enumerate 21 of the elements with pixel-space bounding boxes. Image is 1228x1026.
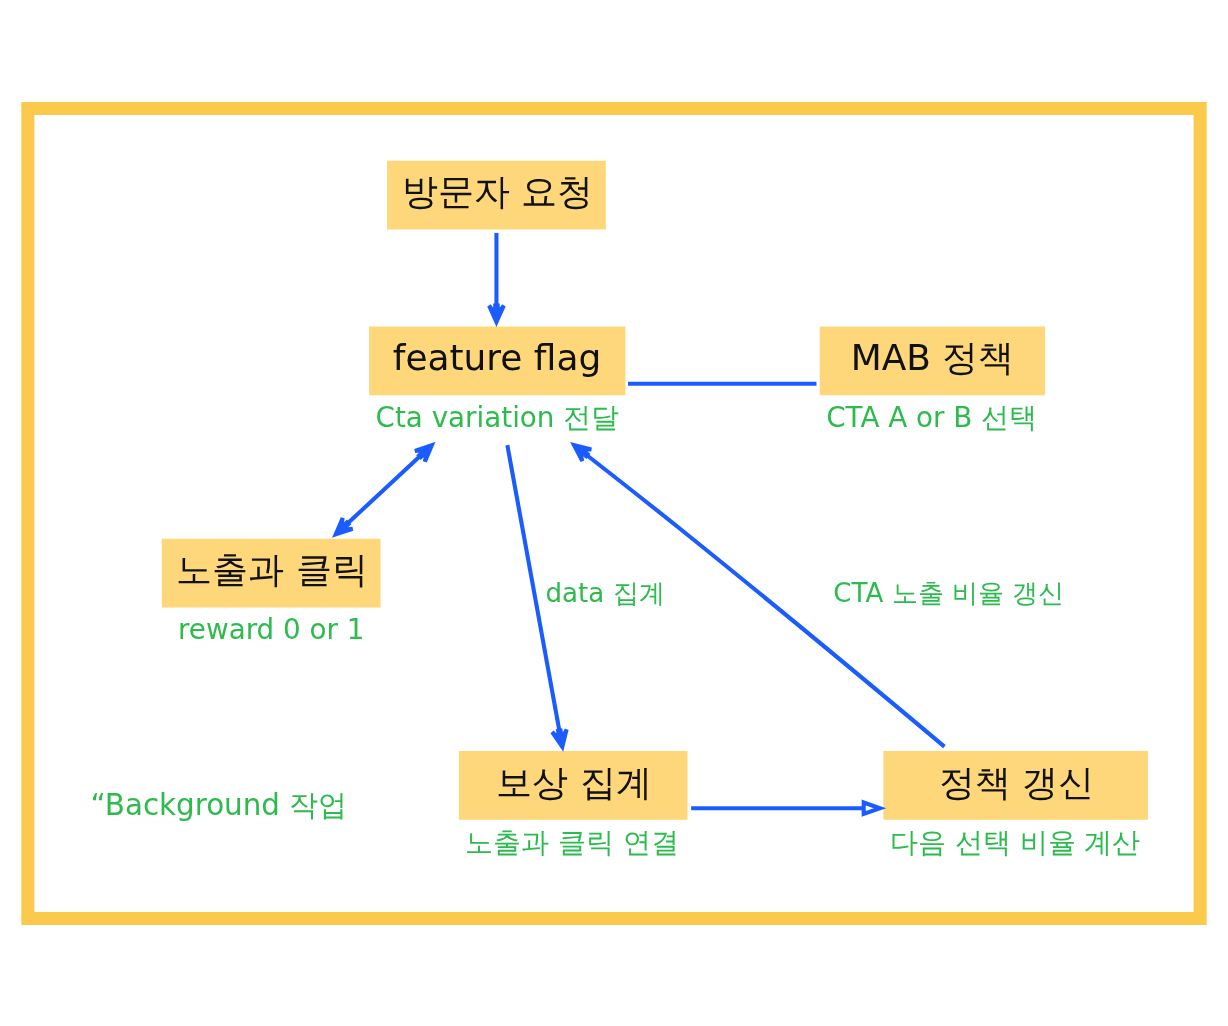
node-label: CTA A or B 선택	[826, 400, 1038, 434]
edge-label: data 집계	[545, 577, 665, 608]
node-box: 노출과 클릭	[161, 538, 381, 607]
node-label: 노출과 클릭 연결	[465, 825, 680, 859]
arrow	[505, 444, 569, 749]
connector	[628, 381, 817, 386]
node-box: 보상 집계	[458, 750, 688, 820]
arrow	[333, 442, 434, 536]
arrow	[487, 232, 506, 324]
node-box: feature flag	[369, 326, 626, 395]
arrow	[691, 799, 887, 817]
node-label: reward 0 or 1	[178, 612, 365, 646]
label: “Background 작업	[90, 787, 348, 822]
node-box: MAB 정책	[819, 326, 1046, 395]
arrow	[571, 442, 946, 748]
node-label: 다음 선택 비율 계산	[889, 825, 1141, 859]
cluster	[21, 101, 1207, 925]
node-box: 정책 갱신	[883, 750, 1148, 820]
node-label: Cta variation 전달	[375, 400, 620, 434]
node-box: 방문자 요청	[387, 160, 606, 229]
edge-label: CTA 노출 비율 갱신	[833, 577, 1065, 608]
